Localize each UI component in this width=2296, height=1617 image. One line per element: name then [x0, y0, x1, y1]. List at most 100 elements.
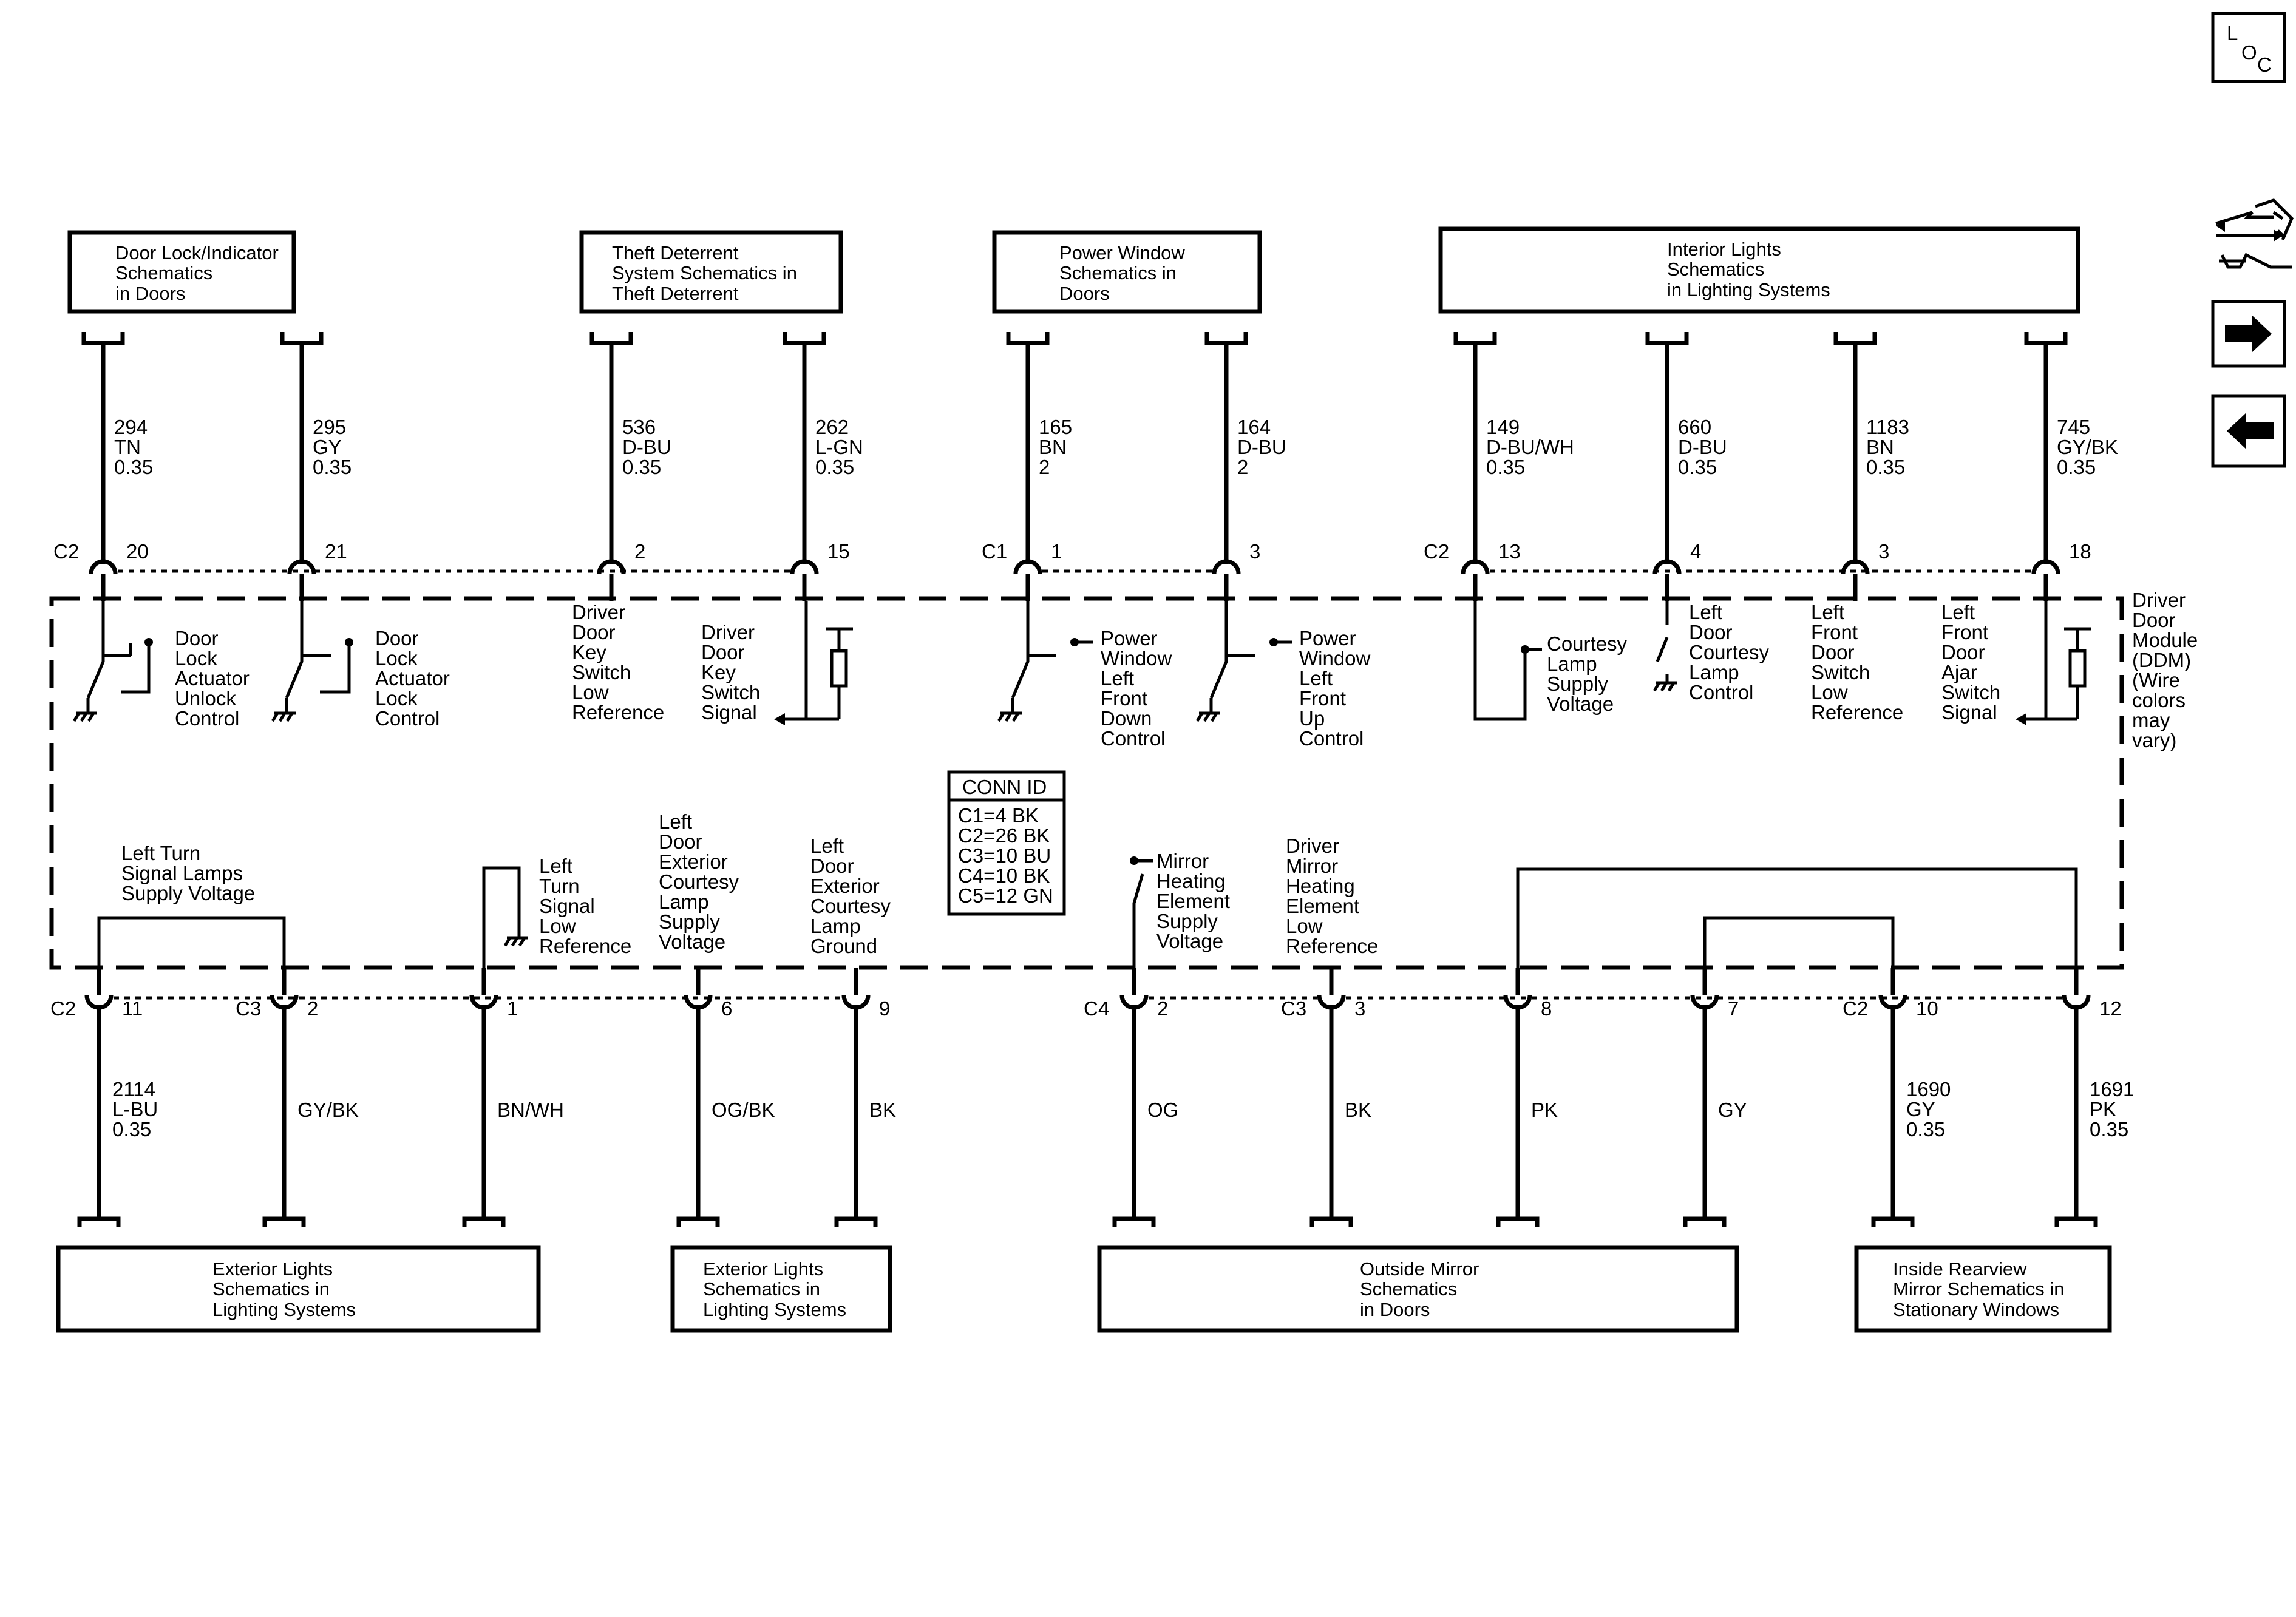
- signal-label: Control: [1689, 681, 1753, 703]
- wire-label: 164: [1237, 416, 1271, 438]
- wire-label: 0.35: [1486, 456, 1525, 478]
- box-line: Inside Rearview: [1893, 1258, 2027, 1280]
- signal-label: Window: [1299, 647, 1371, 670]
- signal-label: Left: [1811, 601, 1844, 623]
- top-box-interior-lights: Interior Lights Schematics in Lighting S…: [1438, 226, 2080, 314]
- module-label: vary): [2132, 729, 2176, 751]
- module-label: colors: [2132, 689, 2186, 711]
- pin-number: 3: [1878, 540, 1889, 563]
- wire-label: OG: [1147, 1099, 1178, 1121]
- signal-label: Voltage: [1547, 693, 1614, 715]
- connector-id: C2: [50, 997, 76, 1020]
- box-line: System Schematics in: [612, 262, 797, 283]
- box-line: Schematics in: [1059, 262, 1177, 283]
- wire-label: 149: [1486, 416, 1520, 438]
- signal-label: Left: [539, 855, 572, 877]
- arrow-left-icon[interactable]: [2211, 394, 2286, 468]
- pin-number: 21: [325, 540, 347, 563]
- signal-label: Ajar: [1941, 661, 1977, 683]
- pin-number: 3: [1354, 997, 1365, 1020]
- wire-label: 0.35: [313, 456, 352, 478]
- signal-label: Lock: [375, 687, 418, 710]
- signal-label: Left: [1299, 667, 1333, 690]
- signal-label: Low: [1811, 681, 1848, 703]
- connector-id: C1: [982, 540, 1007, 563]
- signal-label: Heating: [1156, 870, 1226, 892]
- wire-label: 1183: [1866, 416, 1909, 438]
- module-label: Door: [2132, 609, 2176, 631]
- top-box-door-lock: Door Lock/Indicator Schematics in Doors: [67, 230, 296, 314]
- signal-label: Switch: [1811, 661, 1870, 683]
- wire-label: GY/BK: [297, 1099, 359, 1121]
- signal-label: Reference: [1286, 935, 1378, 957]
- wire-label: 165: [1039, 416, 1072, 438]
- signal-label: Left: [810, 835, 844, 857]
- pin-number: 6: [721, 997, 732, 1020]
- signal-label: Left: [1941, 601, 1975, 623]
- signal-label: Actuator: [375, 667, 450, 690]
- wire-label: GY: [1906, 1098, 1935, 1120]
- internal-circuits: [72, 601, 2091, 968]
- box-line: Schematics in: [703, 1278, 820, 1300]
- signal-label: Door: [659, 830, 702, 853]
- ddm-boundary: [49, 596, 2124, 970]
- signal-label: Front: [1811, 621, 1858, 643]
- wrench-arrows-icon[interactable]: [2215, 198, 2294, 269]
- box-line: Schematics in: [212, 1278, 330, 1300]
- conn-id-line: C4=10 BK: [958, 864, 1050, 887]
- signal-label: Signal: [701, 701, 757, 724]
- bottom-pin-8: 8PK: [1496, 968, 1558, 1227]
- top-pin-layer: 294TN0.3520C2295GY0.3521536D-BU0.352262L…: [53, 332, 2118, 601]
- box-line: Stationary Windows: [1893, 1299, 2059, 1320]
- signal-label: Mirror: [1156, 850, 1209, 872]
- signal-label: Control: [175, 707, 239, 730]
- arrow-right-icon[interactable]: [2211, 300, 2286, 368]
- box-line: Lighting Systems: [703, 1299, 846, 1320]
- conn-id-line: C2=26 BK: [958, 824, 1050, 847]
- wire-label: 0.35: [815, 456, 854, 478]
- signal-label: Door: [1689, 621, 1733, 643]
- pin-number: 2: [634, 540, 645, 563]
- signal-label: Door: [375, 627, 419, 649]
- box-line: Theft Deterrent: [612, 242, 739, 263]
- signal-label: Door: [175, 627, 219, 649]
- loc-icon[interactable]: L O C: [2211, 12, 2286, 83]
- wire-label: 2114: [112, 1078, 155, 1100]
- pin-number: 20: [126, 540, 149, 563]
- signal-label: Element: [1156, 890, 1230, 912]
- signal-label: Driver: [1286, 835, 1339, 857]
- pin-number: 13: [1498, 540, 1521, 563]
- pin-number: 7: [1728, 997, 1739, 1020]
- pin-number: 1: [507, 997, 518, 1020]
- signal-label: Left Turn: [121, 842, 200, 864]
- bottom-pin-3: 1BN/WH: [462, 968, 564, 1227]
- label-layer: DoorLockActuatorUnlockControlDoorLockAct…: [121, 589, 2198, 957]
- bottom-pin-5: 9BK: [834, 968, 896, 1227]
- connector-id: C2: [1843, 997, 1868, 1020]
- signal-label: Door: [572, 621, 616, 643]
- box-line: Theft Deterrent: [612, 283, 739, 304]
- pin-number: 12: [2099, 997, 2122, 1020]
- pin-number: 9: [879, 997, 890, 1020]
- box-line: in Doors: [115, 283, 185, 304]
- wire-label: PK: [2090, 1098, 2116, 1120]
- signal-label: Control: [1299, 727, 1364, 750]
- signal-label: Left: [659, 810, 692, 833]
- signal-label: Supply: [1156, 910, 1218, 932]
- wire-label: BN/WH: [497, 1099, 564, 1121]
- signal-label: Element: [1286, 895, 1359, 917]
- signal-label: Supply: [1547, 673, 1608, 695]
- pin-number: 10: [1916, 997, 1938, 1020]
- signal-label: Lock: [375, 647, 418, 670]
- module-label: (Wire: [2132, 669, 2180, 691]
- box-line: Outside Mirror: [1360, 1258, 1479, 1280]
- signal-label: Courtesy: [659, 870, 739, 893]
- signal-label: Control: [375, 707, 440, 730]
- signal-label: Signal: [539, 895, 595, 917]
- signal-label: Ground: [810, 935, 877, 957]
- box-line: Schematics: [1667, 259, 1764, 280]
